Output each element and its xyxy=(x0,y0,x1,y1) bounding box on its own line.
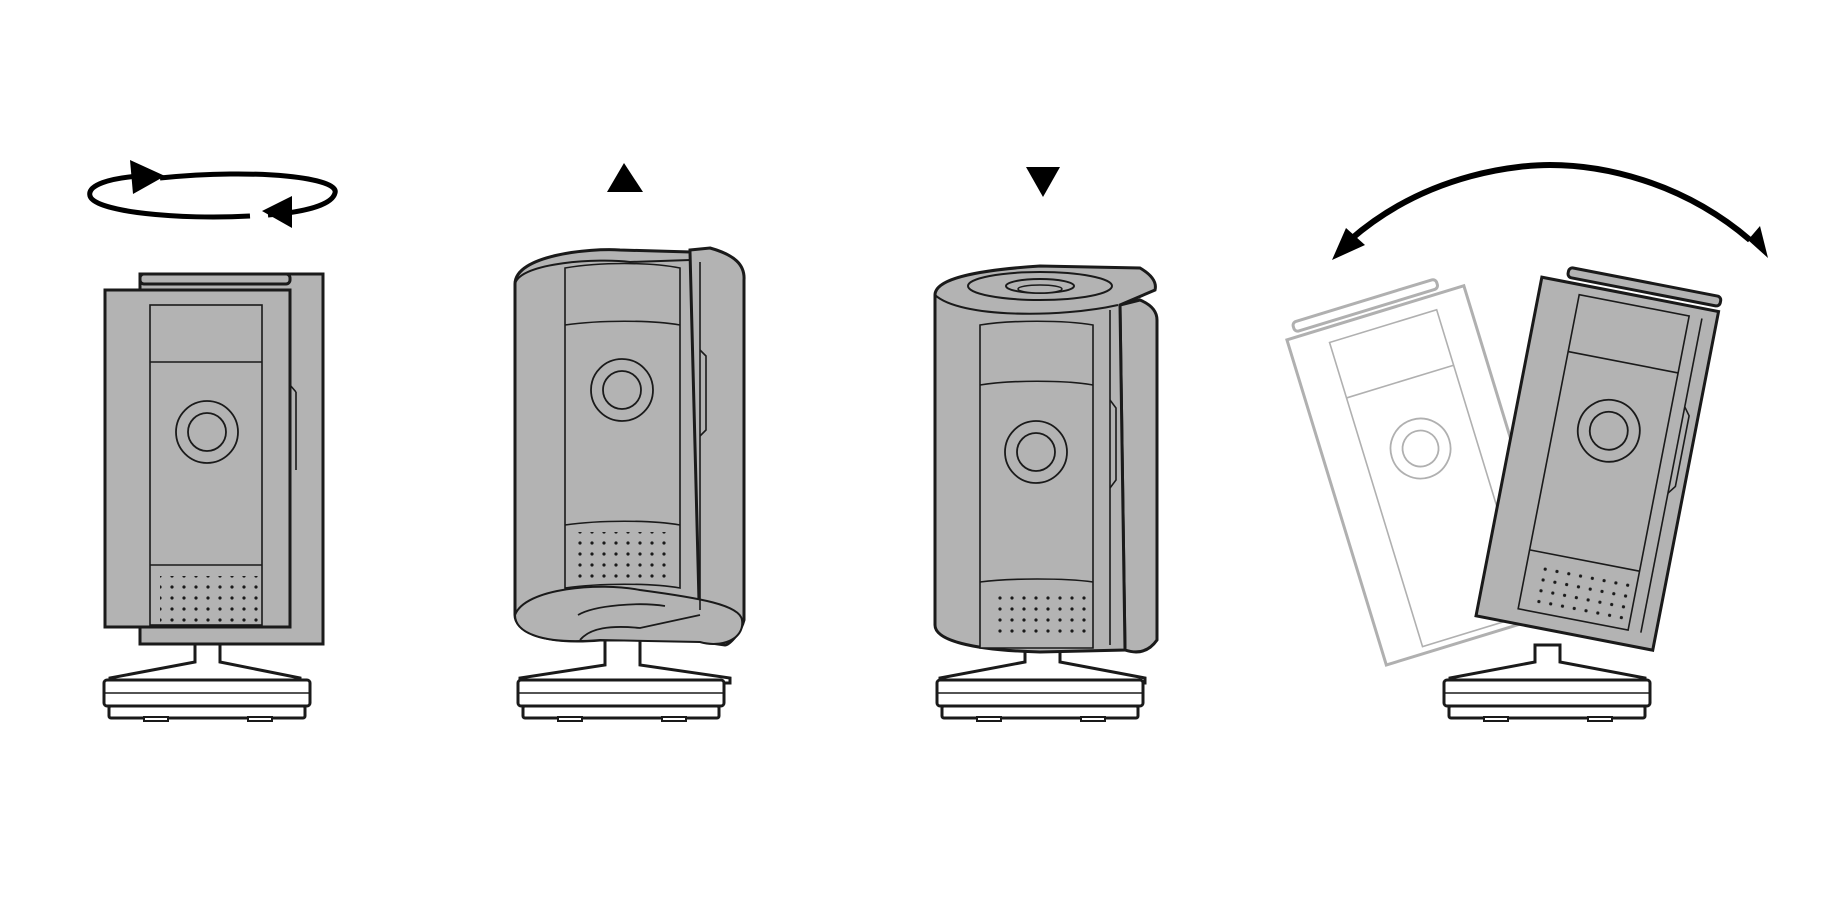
curved-double-arrow-icon xyxy=(1332,161,1768,260)
camera-body xyxy=(513,246,746,647)
camera-body xyxy=(933,264,1159,654)
circular-arrows-icon xyxy=(87,160,338,228)
stand-neck xyxy=(108,638,302,685)
panel-tilt-down xyxy=(933,167,1159,723)
triangle-up-icon xyxy=(607,163,643,192)
panel-tilt-up xyxy=(513,163,746,723)
camera-body xyxy=(1474,266,1723,652)
panel-swivel xyxy=(87,160,338,723)
camera-body xyxy=(103,272,325,646)
triangle-down-icon xyxy=(1026,167,1060,197)
panel-tilt-side xyxy=(1285,161,1768,723)
stand-base xyxy=(102,678,312,723)
